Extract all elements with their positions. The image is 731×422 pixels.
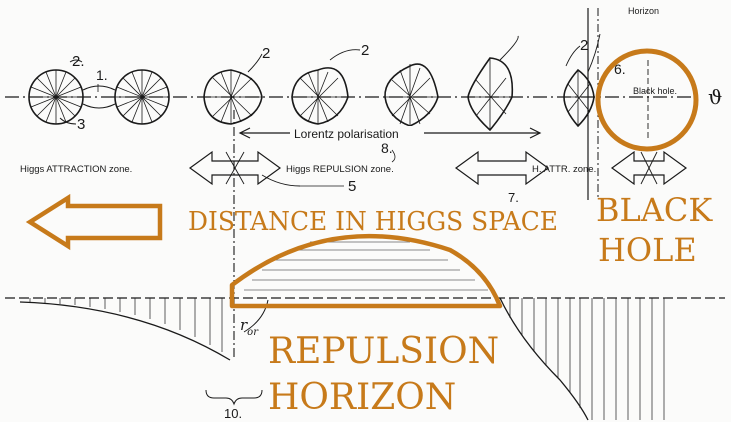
particle-deformed-2 — [291, 67, 349, 125]
black-hole-circle — [595, 48, 699, 152]
label-10: 10. — [224, 406, 242, 421]
r-or-label: ror — [240, 316, 259, 338]
left-hatching — [29, 298, 223, 352]
particle-pair — [28, 69, 170, 125]
distance-label: DISTANCE IN HIGGS SPACE — [188, 207, 558, 237]
theta-symbol: ϑ — [708, 85, 722, 109]
particle-deformed-3 — [384, 63, 439, 127]
higgs-attraction-label: Higgs ATTRACTION zone. — [20, 164, 132, 175]
hump-hatching — [244, 241, 488, 291]
label-5: 5 — [348, 178, 356, 195]
black-label: BLACK — [596, 191, 713, 229]
particle-spokes — [115, 70, 169, 124]
label-2a: 2. — [72, 53, 85, 70]
horizon-label: HORIZON — [268, 377, 456, 418]
repulsion-label: REPULSION — [268, 331, 499, 372]
label-8: 8. — [381, 140, 393, 156]
particle-spokes — [29, 70, 83, 124]
label-2b: 2 — [262, 45, 270, 62]
lorentz-label: Lorentz polarisation — [294, 127, 399, 141]
particle-deformed-5 — [563, 33, 601, 128]
label-2d: 2 — [580, 37, 588, 54]
black-hole-small-label: Black hole. — [633, 86, 677, 96]
label-3: 3 — [77, 116, 85, 133]
label-2c: 2 — [361, 42, 369, 59]
label-6: 6. — [614, 61, 626, 77]
overlay-annotations: DISTANCE IN HIGGS SPACE BLACK HOLE REPUL… — [25, 48, 713, 418]
hole-label: HOLE — [598, 231, 697, 269]
label-1: 1. — [96, 67, 108, 83]
left-arrow-icon — [25, 193, 163, 251]
repulsion-hump-outline — [229, 233, 503, 309]
particle-deformed-1 — [203, 69, 263, 125]
right-hatching — [509, 298, 665, 420]
higgs-repulsion-label: Higgs REPULSION zone. — [286, 164, 394, 175]
h-attr-label: H. ATTR. zone. — [532, 164, 596, 175]
horizon-small-label: Horizon — [628, 6, 659, 16]
particle-deformed-4 — [467, 35, 519, 132]
label-7: 7. — [508, 190, 519, 205]
